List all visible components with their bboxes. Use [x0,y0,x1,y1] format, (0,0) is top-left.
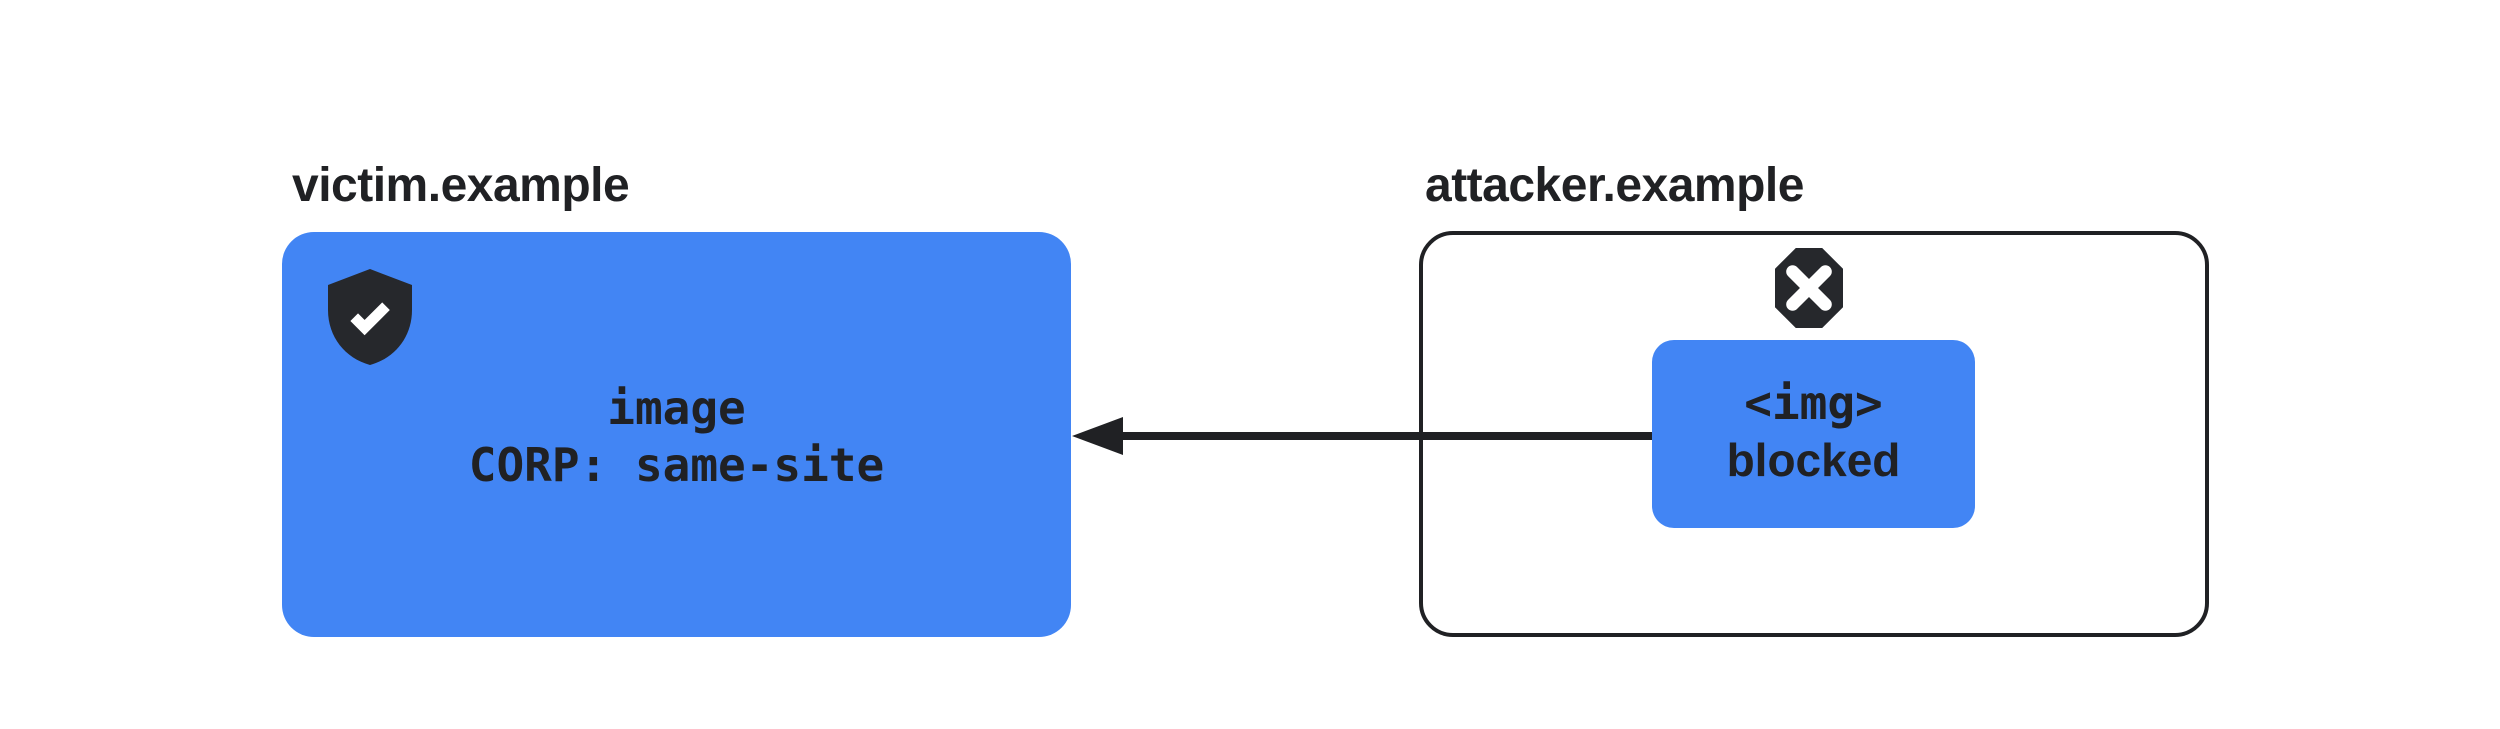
victim-resource-text: image CORP: same-site [282,380,1071,494]
shield-check-icon [328,269,412,365]
corp-header-label: CORP: same-site [468,438,885,492]
attacker-site-box: <img> blocked [1419,231,2209,637]
request-arrow-head [1072,417,1123,455]
blocked-label: blocked [1726,434,1901,486]
request-arrow-line [1100,432,1652,440]
resource-name-label: image [607,381,746,435]
victim-domain-label: victim.example [292,159,630,212]
img-tag-label: <img> [1744,376,1883,430]
img-request-box: <img> blocked [1652,340,1975,528]
attacker-domain-label: attacker.example [1425,159,1804,212]
blocked-octagon-icon [1775,248,1843,328]
request-text: <img> blocked [1652,375,1975,489]
victim-site-box: image CORP: same-site [282,232,1071,637]
